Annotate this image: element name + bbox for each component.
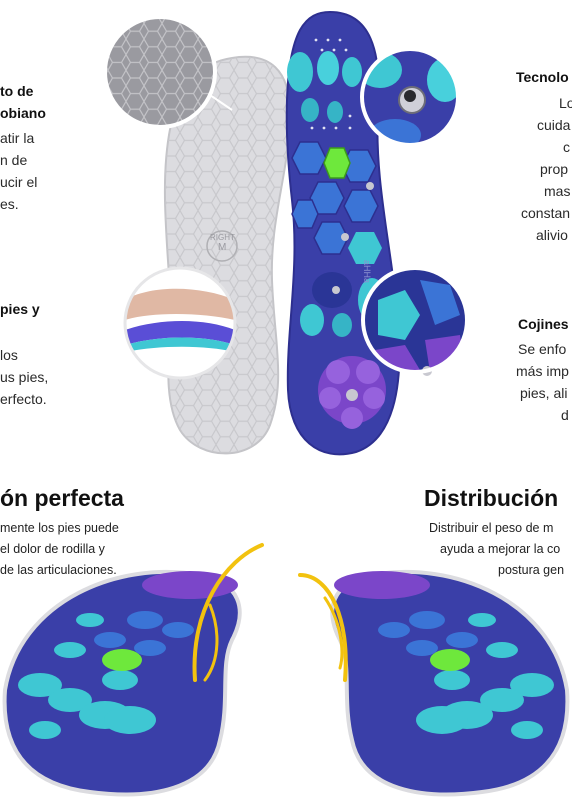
- right-body-2-line: Se enfo: [518, 341, 567, 357]
- right-body-1-line: constan: [521, 205, 571, 221]
- zoom-circle-antimicrobial: [103, 15, 233, 129]
- right-body-2-line: más imp: [516, 363, 569, 379]
- left-body-1-line: n de: [0, 152, 28, 168]
- left-heading-1-line-2: obiano: [0, 105, 46, 121]
- left-body-1-line: atir la: [0, 130, 35, 146]
- zoom-circle-arch: [123, 266, 237, 380]
- bottom-left-title: ón perfecta: [0, 485, 124, 511]
- insole-right-perspective: [298, 569, 570, 797]
- right-body-1-line: Lo: [559, 95, 572, 111]
- bottom-right-body-line: postura gen: [498, 563, 565, 577]
- insole-left-perspective: [2, 543, 264, 797]
- left-heading-2: pies y: [0, 301, 40, 317]
- right-body-2-line: d: [561, 407, 569, 423]
- right-body-1-line: c: [563, 139, 570, 155]
- right-body-2-line: pies, ali: [520, 385, 568, 401]
- left-body-1-line: es.: [0, 196, 19, 212]
- right-body-1-line: cuida: [537, 117, 571, 133]
- right-body-1-line: alivio: [536, 227, 568, 243]
- insole-side-marking: RIGHT: [210, 233, 235, 242]
- left-body-2-line: erfecto.: [0, 391, 47, 407]
- bottom-left-body-line: el dolor de rodilla y: [0, 542, 105, 556]
- insole-size-marking: M: [218, 242, 227, 253]
- left-body-2-line: los: [0, 347, 18, 363]
- bottom-left-body-line: de las articulaciones.: [0, 563, 117, 577]
- left-body-1-line: ucir el: [0, 174, 38, 190]
- right-heading-1: Tecnolo: [516, 69, 569, 85]
- bottom-left-body-line: mente los pies puede: [0, 521, 119, 535]
- zoom-circle-cushion: [361, 266, 469, 376]
- bottom-right-body-line: Distribuir el peso de m: [429, 521, 554, 535]
- left-heading-1-line-1: to de: [0, 83, 34, 99]
- right-heading-2: Cojines: [518, 316, 569, 332]
- insole-brand-marking: aHHa: [362, 260, 372, 284]
- left-body-2-line: us pies,: [0, 369, 49, 385]
- green-magnet-icon: [323, 147, 351, 179]
- right-body-1-line: prop: [540, 161, 569, 177]
- bottom-right-body-line: ayuda a mejorar la co: [440, 542, 561, 556]
- right-body-1-line: mas: [544, 183, 571, 199]
- bottom-right-title: Distribución: [424, 485, 559, 511]
